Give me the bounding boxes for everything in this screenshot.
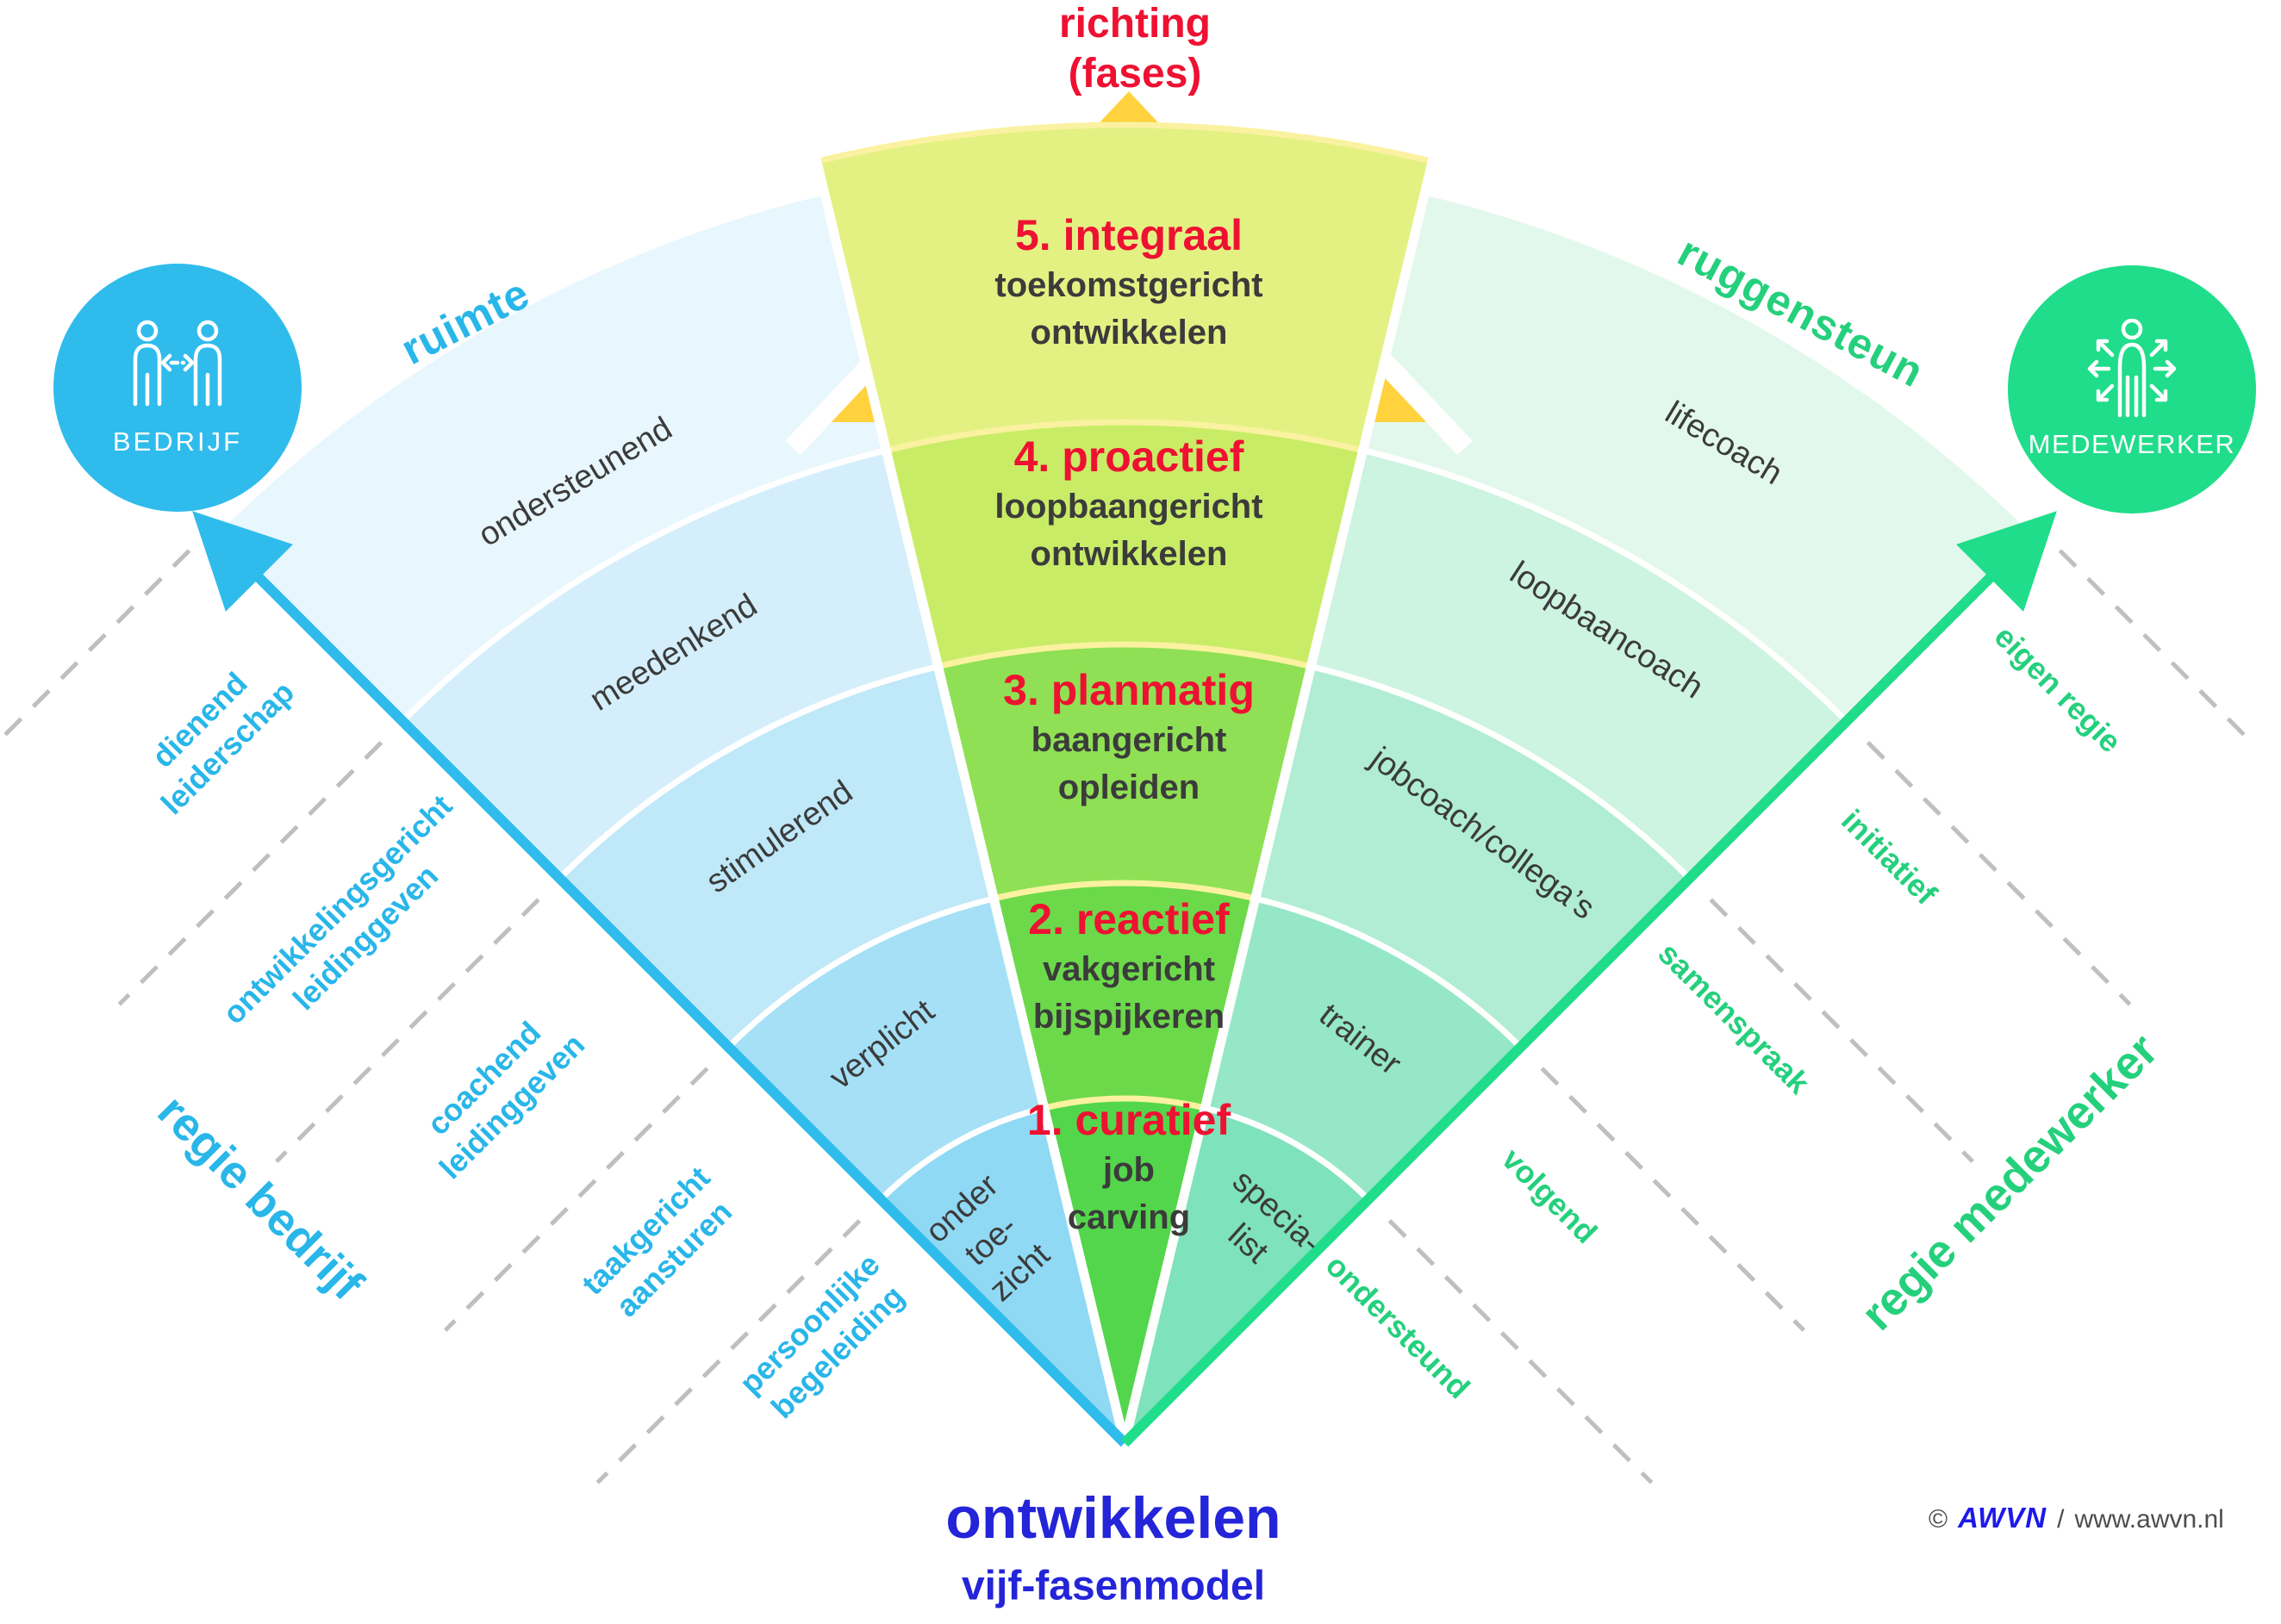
phase-2-line2: bijspijkeren — [1032, 998, 1225, 1036]
right-dashed-level-line — [1387, 1219, 1654, 1484]
left-dashed-level-line — [443, 1067, 709, 1332]
right-fan-band-4 — [1311, 450, 1847, 879]
phase-4: 4. proactief loopbaangericht ontwikkelen — [994, 430, 1262, 578]
awvn-logo: AWVN — [1958, 1502, 2047, 1534]
phase-4-line2: ontwikkelen — [1030, 535, 1228, 573]
ruggensteun-arrow-line — [1120, 532, 2036, 1447]
footer-title: ontwikkelen — [945, 1485, 1281, 1551]
bedrijf-circle-label: BEDRIJF — [112, 426, 243, 457]
wedge-gap-line — [807, 139, 1130, 1445]
phase-5-line1: toekomstgericht — [994, 266, 1263, 304]
phase-4-line1: loopbaangericht — [994, 488, 1263, 526]
phase-1-line2: carving — [1067, 1198, 1191, 1236]
phase-2: 2. reactief vakgericht bijspijkeren — [1028, 893, 1229, 1041]
phase-3-title: 3. planmatig — [1003, 666, 1255, 714]
medewerker-circle-label: MEDEWERKER — [2028, 429, 2236, 459]
phase-5: 5. integraal toekomstgericht ontwikkelen — [994, 208, 1262, 357]
header-line1: richting — [1059, 1, 1211, 47]
left-dashed-level-line — [595, 1219, 862, 1484]
left-fan-divider-arc — [400, 447, 888, 724]
left-dashed-level-line — [0, 549, 191, 741]
phase-5-line2: ontwikkelen — [1030, 314, 1228, 352]
left-dashed-level-line — [275, 898, 540, 1163]
phase-3: 3. planmatig baangericht opleiden — [1003, 663, 1255, 812]
company-people-icon — [133, 320, 222, 407]
right-dashed-level-line — [1709, 898, 1974, 1163]
phase-1-line1: job — [1103, 1151, 1155, 1189]
phase-divider-arc — [818, 121, 1431, 165]
phase-band-4 — [886, 421, 1363, 667]
left-fan-divider-arc — [558, 663, 939, 880]
phase-band-3 — [938, 644, 1312, 899]
phase-divider-arc — [887, 419, 1362, 453]
phase-band-2 — [994, 883, 1256, 1109]
ruggensteun-arrowhead — [1956, 511, 2057, 612]
right-fan-band-5 — [1362, 195, 2033, 722]
wedge-gap-line — [1119, 139, 1443, 1445]
right-dashed-level-line — [1540, 1067, 1806, 1332]
left-fan-band-5 — [216, 195, 887, 722]
right-fan-divider-arc — [1310, 663, 1692, 880]
phase-2-title: 2. reactief — [1028, 895, 1230, 943]
left-fan-band-4 — [402, 450, 938, 879]
copyright: © AWVN / www.awvn.nl — [1929, 1502, 2224, 1534]
bedrijf-circle: BEDRIJF — [53, 264, 302, 512]
phase-band-1 — [1044, 1098, 1206, 1443]
ruimte-arrowhead — [192, 511, 293, 612]
right-fan-divider-arc — [1362, 447, 1849, 724]
right-fan-divider-arc — [1204, 1104, 1371, 1202]
phase-1-title: 1. curatief — [1026, 1096, 1231, 1144]
right-dashed-level-line — [2058, 549, 2251, 741]
left-dashed-level-line — [117, 741, 383, 1006]
right-dashed-level-line — [1866, 741, 2132, 1006]
phase-divider-arc — [994, 880, 1256, 902]
copyright-url: www.awvn.nl — [2074, 1505, 2224, 1534]
phase-divider-arc — [1044, 1095, 1206, 1111]
medewerker-circle: MEDEWERKER — [2008, 265, 2256, 513]
phase-divider-arc — [938, 641, 1311, 669]
phase-3-line1: baangericht — [1031, 721, 1227, 759]
left-fan-band-3 — [559, 666, 994, 1048]
left-fan-divider-arc — [878, 1104, 1045, 1202]
phase-5-title: 5. integraal — [1014, 211, 1243, 259]
phase-2-line1: vakgericht — [1042, 950, 1216, 988]
footer-subtitle: vijf-fasenmodel — [961, 1563, 1266, 1609]
right-fan-band-3 — [1255, 666, 1690, 1048]
header-line2: (fases) — [1068, 51, 1202, 96]
phase-4-title: 4. proactief — [1013, 432, 1244, 481]
left-fan-divider-arc — [726, 895, 995, 1049]
ruimte-arrow-line — [213, 532, 1129, 1447]
phase-band-5 — [816, 125, 1433, 451]
employee-directions-icon — [2087, 319, 2177, 418]
copyright-separator: / — [2057, 1505, 2065, 1534]
phase-1: 1. curatief job carving — [1027, 1093, 1231, 1241]
copyright-symbol: © — [1929, 1505, 1948, 1534]
phase-3-line2: opleiden — [1057, 768, 1200, 806]
right-fan-divider-arc — [1254, 895, 1524, 1049]
